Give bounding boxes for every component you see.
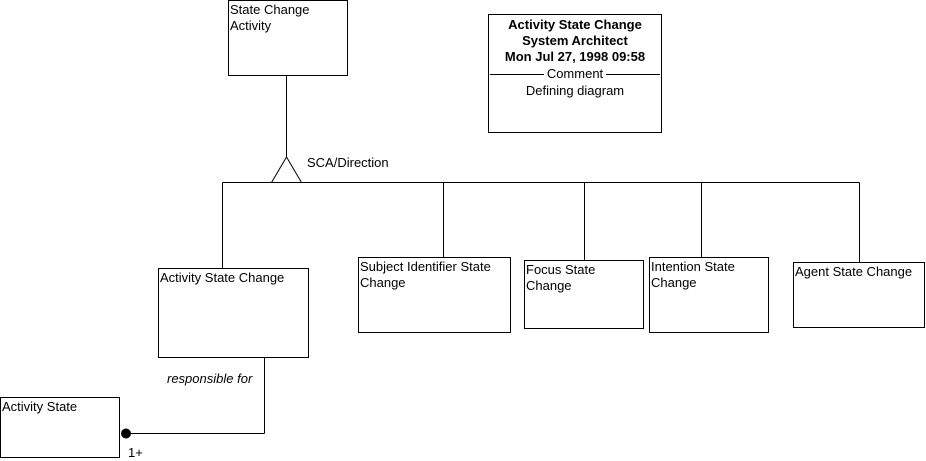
relationship-end-dot: [121, 428, 131, 439]
note-date: Mon Jul 27, 1998 09:58: [504, 49, 646, 64]
relationship-label: responsible for: [167, 371, 253, 386]
entity-subject-identifier-state-change[interactable]: Subject Identifier State Change: [358, 257, 511, 333]
entity-activity-state-change[interactable]: Activity State Change: [158, 268, 309, 358]
comment-divider: Comment: [490, 66, 660, 82]
entity-label: State Change Activity: [230, 2, 310, 33]
note-author: System Architect: [522, 33, 628, 48]
entity-label: Intention State Change: [651, 259, 735, 290]
entity-label: Activity State: [2, 399, 78, 414]
entity-agent-state-change[interactable]: Agent State Change: [793, 262, 925, 328]
entity-activity-state[interactable]: Activity State: [0, 397, 120, 458]
entity-label: Activity State Change: [160, 270, 285, 285]
entity-label: Focus State Change: [526, 262, 596, 293]
entity-state-change-activity[interactable]: State Change Activity: [228, 0, 348, 76]
discriminator-label: SCA/Direction: [307, 155, 389, 170]
entity-intention-state-change[interactable]: Intention State Change: [649, 257, 769, 333]
note-title: Activity State Change: [508, 17, 642, 32]
entity-focus-state-change[interactable]: Focus State Change: [524, 260, 644, 329]
entity-label: Agent State Change: [795, 264, 913, 279]
cardinality-label: 1+: [128, 445, 143, 460]
diagram-info-note: Activity State Change System Architect M…: [488, 14, 662, 133]
note-comment: Defining diagram: [525, 83, 625, 98]
category-discriminator-triangle: [270, 156, 303, 183]
comment-header: Comment: [543, 66, 607, 82]
entity-label: Subject Identifier State Change: [360, 259, 491, 290]
